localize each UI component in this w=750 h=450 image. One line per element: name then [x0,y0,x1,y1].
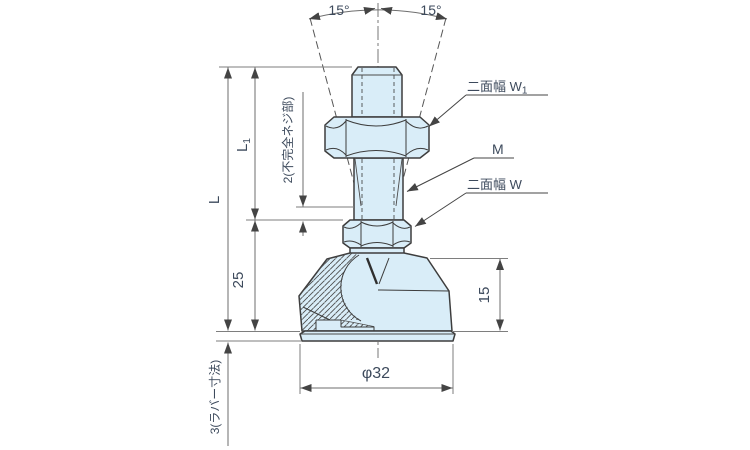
thread-shaft [353,157,404,221]
lower-hex-nut-facets [343,221,411,247]
upper-hex-nut-facets [325,119,429,157]
callout-label-w1-main: 二面幅 W [467,79,523,94]
angle-arc [308,9,448,20]
socket-opening-edge [365,257,379,285]
rubber-pad [299,330,456,342]
dim-label-L1-sub: 1 [242,138,253,144]
leader-m-arrow [406,157,475,192]
leader-w1-arrow [428,94,467,127]
thread-taper-right [395,158,403,207]
right-dimension: 15 [430,258,508,332]
base-view-lines [377,257,450,292]
angle-arrow-center-right [380,7,393,15]
angular-dimension: 15° 15° [308,2,448,20]
upper-hex-nut [324,116,430,159]
callout-label-w1: 二面幅 W1 [467,79,528,97]
dim-label-L1-main: L [234,144,251,152]
dim-label-25: 25 [230,272,247,289]
dim-label-15: 15 [476,287,493,304]
ball-joint-arc [340,254,362,322]
thread-taper-left [354,158,362,207]
callout-label-m: M [492,141,504,157]
lower-hex-nut [342,219,412,249]
dim-label-rubber: 3(ラバー寸法) [208,360,222,435]
stud [351,66,403,118]
dim-label-L1: L1 [234,138,253,152]
bottom-dimension: φ32 [299,344,454,394]
dim-label-L: L [206,196,223,204]
socket-cavity [302,306,375,331]
angle-label-left: 15° [328,2,349,18]
callout-label-w: 二面幅 W [467,177,523,192]
leader-w-arrow [414,192,467,227]
angle-label-right: 15° [420,2,441,18]
part-body [298,66,456,342]
leader-callouts: 二面幅 W1 M 二面幅 W [406,79,548,227]
section-hatching [299,253,361,331]
dim-label-phi32: φ32 [362,365,390,382]
callout-label-w1-sub: 1 [522,86,528,97]
angle-arrow-center-left [363,7,376,15]
left-dimensions: L L1 25 2(不完全ネジ部) 3(ラバー寸法) [206,66,354,446]
dim-label-incomplete-thread: 2(不完全ネジ部) [280,97,295,184]
